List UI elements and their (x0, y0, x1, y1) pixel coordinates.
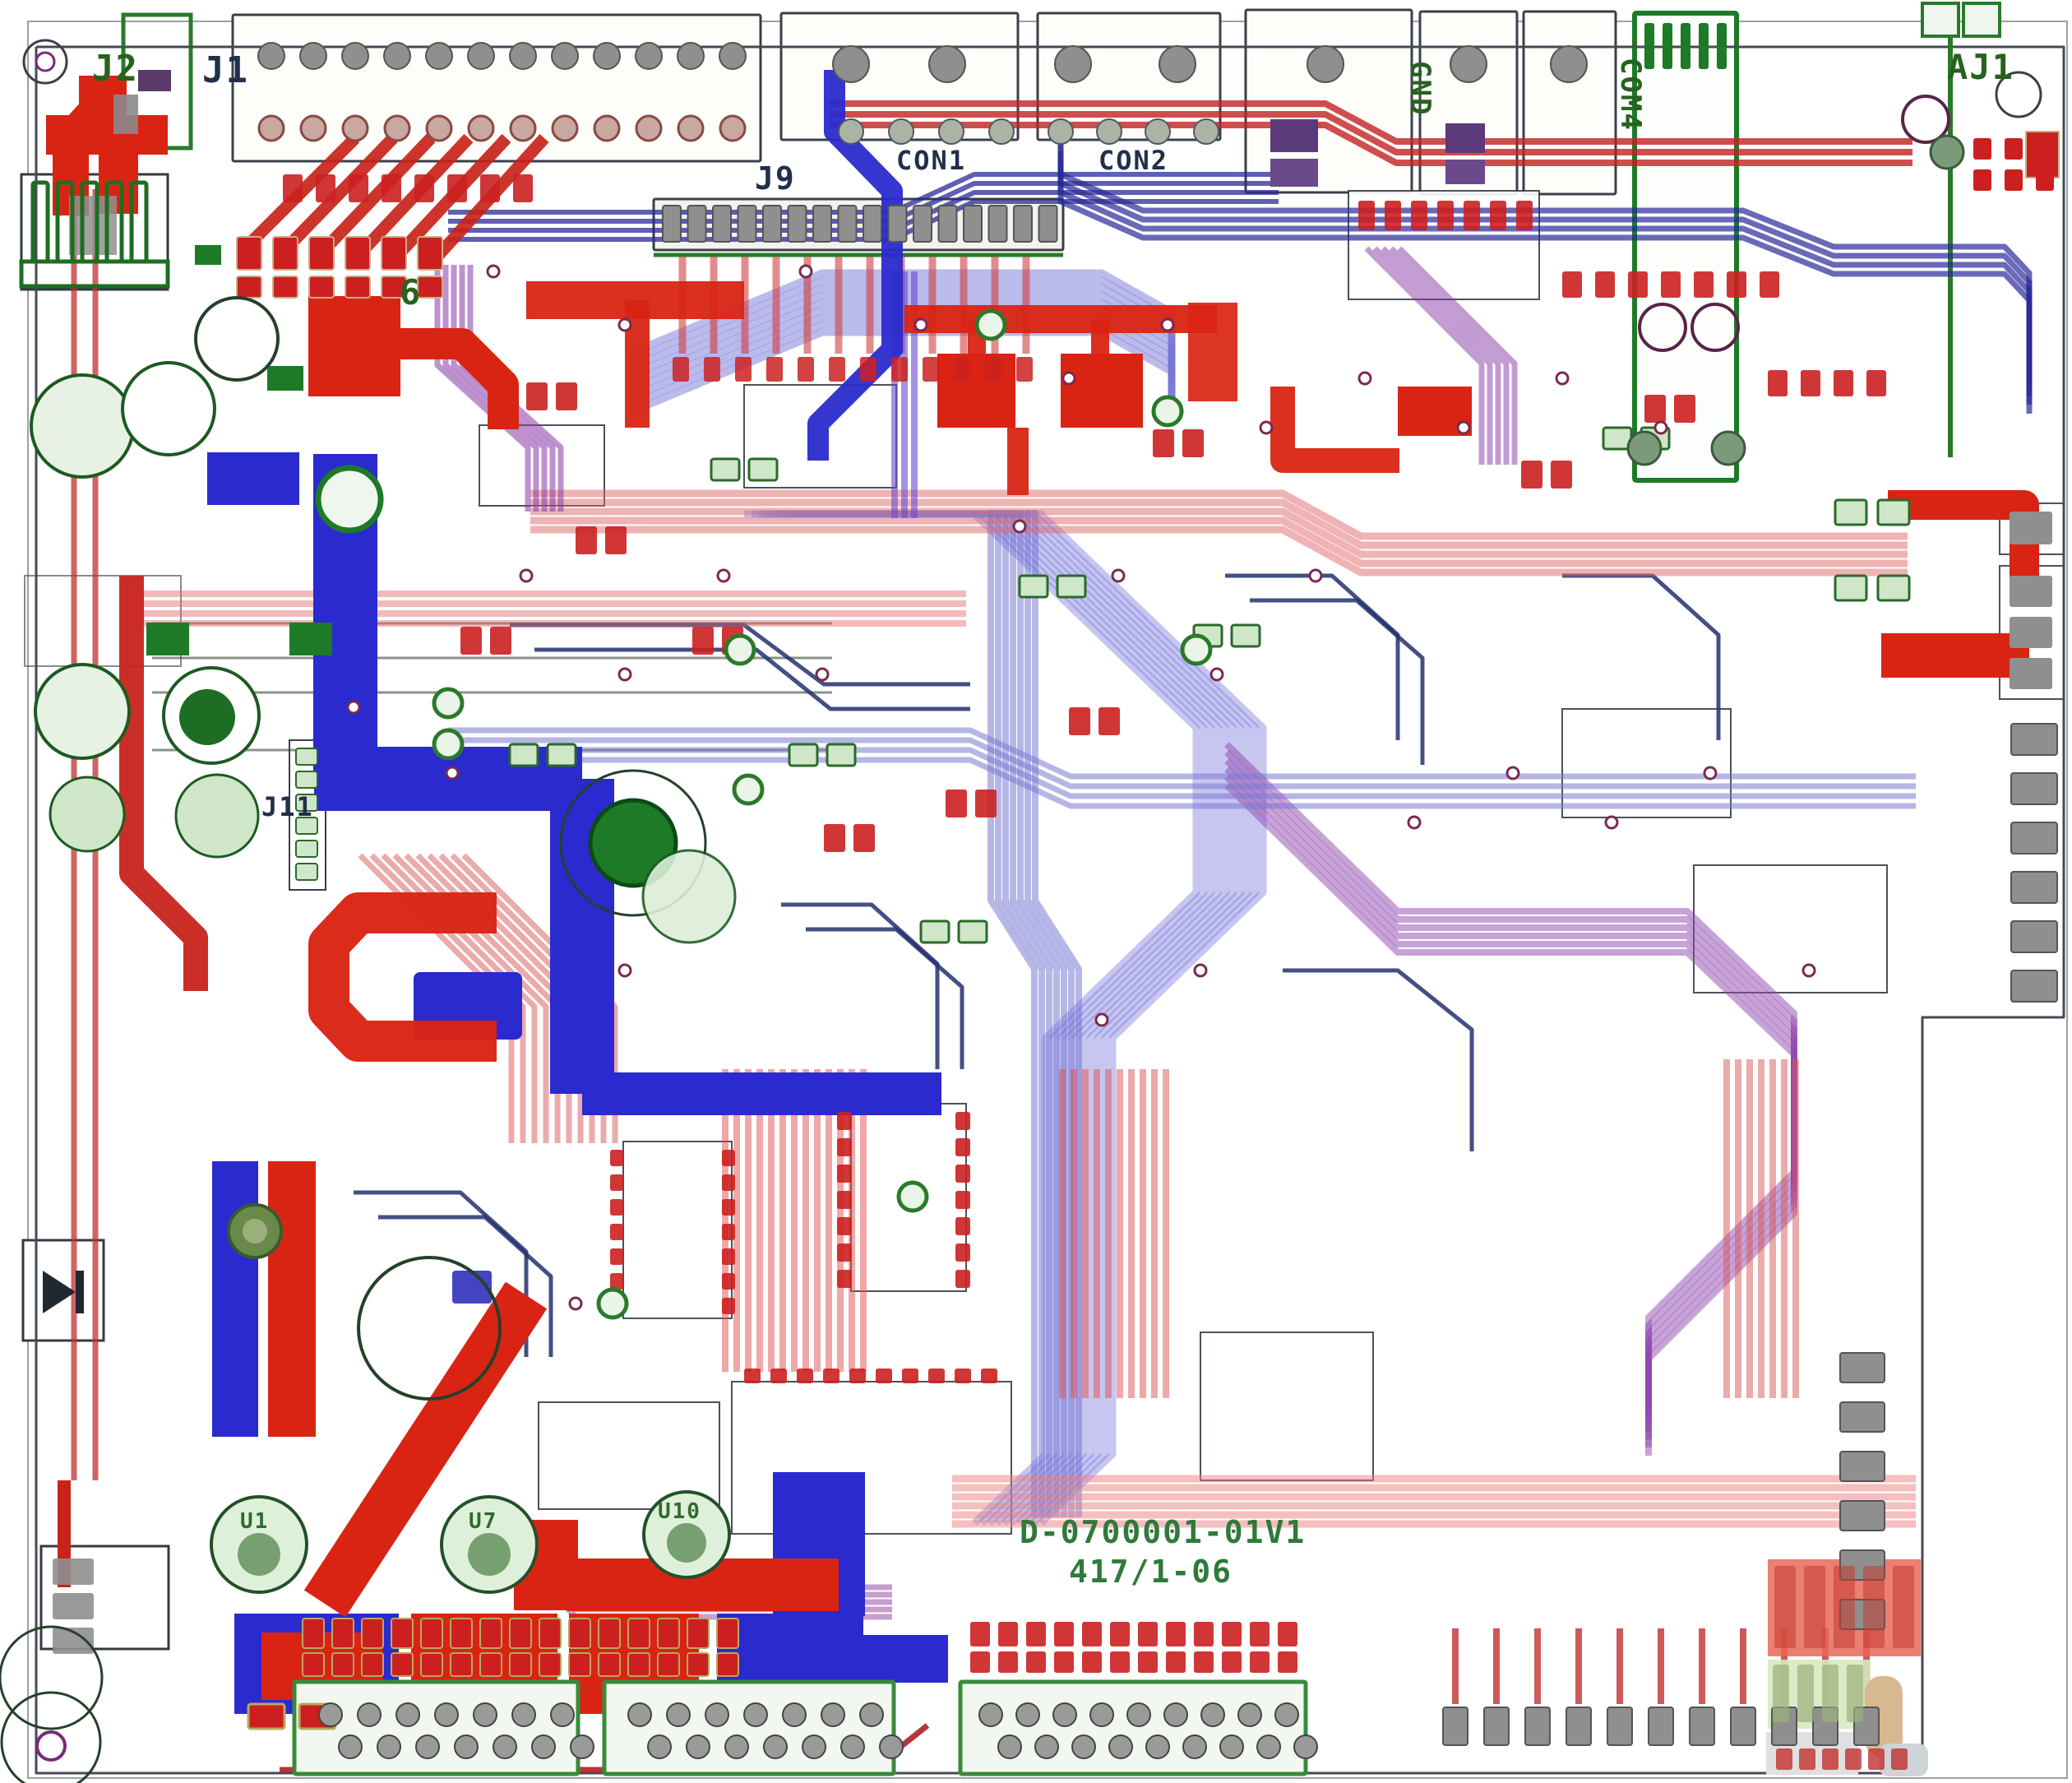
components-silkscreen (0, 23, 2060, 1783)
label-j11: J11 (261, 791, 314, 822)
label-u10: U10 (658, 1499, 701, 1524)
label-u7: U7 (469, 1509, 497, 1534)
label-con2: CON2 (1098, 145, 1168, 176)
label-pn1: D-0700001-01V1 (1020, 1514, 1306, 1550)
label-con1: CON1 (896, 145, 966, 176)
label-j2: J2 (92, 48, 139, 90)
label-pn2: 417/1-06 (1069, 1554, 1233, 1590)
label-j9: J9 (755, 160, 796, 197)
label-r6: 6 (400, 272, 422, 313)
label-aj1: AJ1 (1947, 47, 2014, 87)
label-gnd: GND (1404, 61, 1436, 116)
label-j1: J1 (202, 49, 249, 91)
label-u1: U1 (240, 1509, 269, 1534)
label-com4: COM4 (1614, 58, 1647, 132)
bottom-copper-bundles (48, 100, 2033, 1704)
